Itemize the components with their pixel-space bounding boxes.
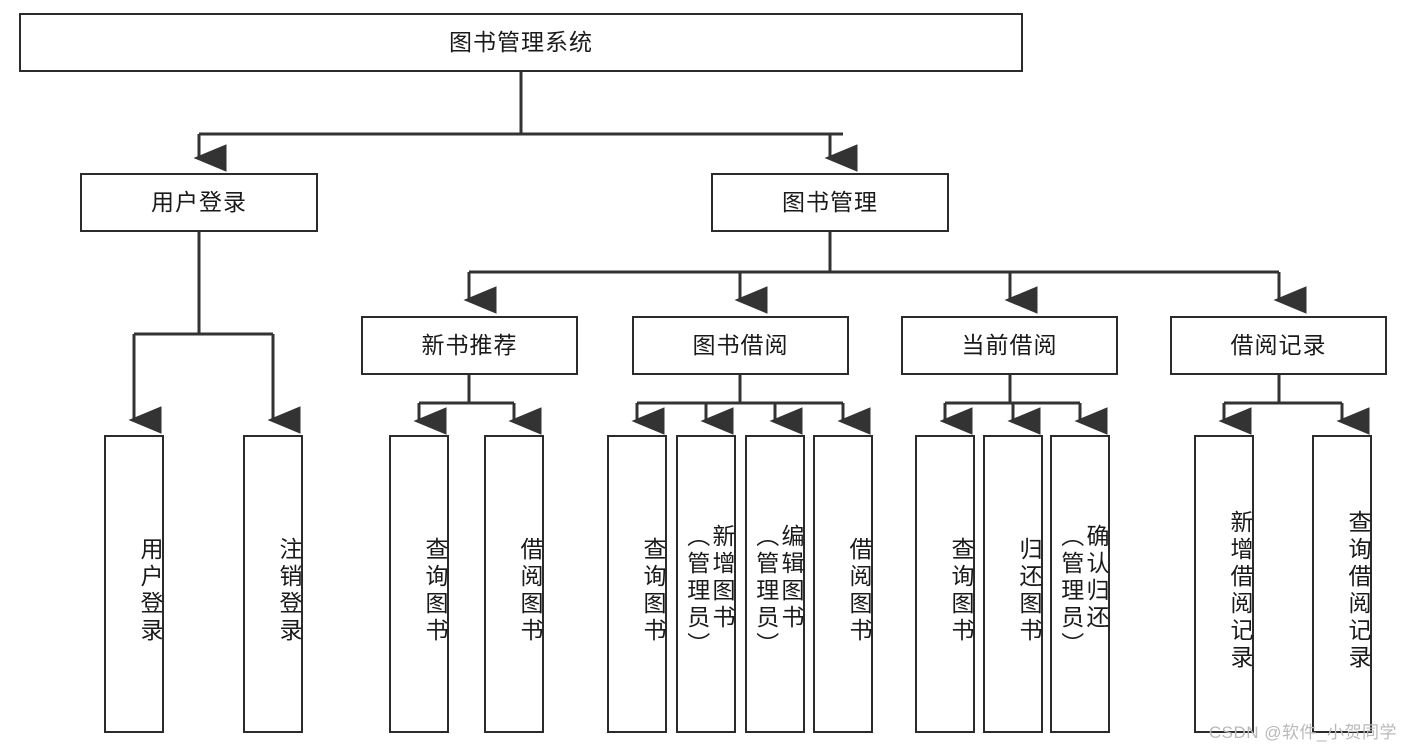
node-book-manage[interactable]: 图书管理 xyxy=(711,173,949,232)
node-leaf-logout[interactable]: 注销登录 xyxy=(243,435,303,733)
node-leaf-logout-label: 注销登录 xyxy=(276,537,302,645)
node-book-borrow[interactable]: 图书借阅 xyxy=(632,316,849,375)
csdn-watermark: CSDN @软件_小贺同学 xyxy=(1208,723,1397,742)
node-leaf-return-book[interactable]: 归还图书 xyxy=(983,435,1043,733)
node-borrow-record-label: 借阅记录 xyxy=(1230,331,1327,358)
node-leaf-add-borrow-record[interactable]: 新增借阅记录 xyxy=(1194,435,1254,733)
node-leaf-return-book-label: 归还图书 xyxy=(1016,537,1042,645)
node-leaf-query-book-c-label: 查询图书 xyxy=(948,537,974,645)
node-leaf-borrow-book-a-label: 借阅图书 xyxy=(517,537,543,645)
node-leaf-query-book-a[interactable]: 查询图书 xyxy=(389,435,449,733)
node-current-borrow[interactable]: 当前借阅 xyxy=(901,316,1118,375)
node-leaf-add-book-admin-label: 新增图书 （管理员） xyxy=(683,523,735,659)
node-current-borrow-label: 当前借阅 xyxy=(961,331,1058,358)
node-leaf-query-book-b-label: 查询图书 xyxy=(640,537,666,645)
node-leaf-query-book-a-label: 查询图书 xyxy=(422,537,448,645)
node-leaf-borrow-book-b[interactable]: 借阅图书 xyxy=(813,435,873,733)
node-leaf-confirm-return-admin[interactable]: 确认归还 （管理员） xyxy=(1050,435,1110,733)
node-borrow-record[interactable]: 借阅记录 xyxy=(1170,316,1387,375)
node-user-login[interactable]: 用户登录 xyxy=(80,173,318,232)
node-leaf-add-book-admin[interactable]: 新增图书 （管理员） xyxy=(676,435,736,733)
node-leaf-edit-book-admin[interactable]: 编辑图书 （管理员） xyxy=(745,435,805,733)
node-leaf-borrow-book-a[interactable]: 借阅图书 xyxy=(484,435,544,733)
node-leaf-confirm-return-admin-label: 确认归还 （管理员） xyxy=(1057,523,1109,659)
node-new-book-recommend[interactable]: 新书推荐 xyxy=(361,316,578,375)
node-leaf-add-borrow-record-label: 新增借阅记录 xyxy=(1227,510,1253,672)
node-leaf-query-book-b[interactable]: 查询图书 xyxy=(607,435,667,733)
node-new-book-recommend-label: 新书推荐 xyxy=(421,331,518,358)
node-leaf-borrow-book-b-label: 借阅图书 xyxy=(846,537,872,645)
node-root[interactable]: 图书管理系统 xyxy=(19,13,1023,72)
node-book-borrow-label: 图书借阅 xyxy=(692,331,789,358)
node-leaf-user-login-label: 用户登录 xyxy=(137,537,163,645)
node-leaf-edit-book-admin-label: 编辑图书 （管理员） xyxy=(752,523,804,659)
node-root-label: 图书管理系统 xyxy=(449,28,593,55)
node-book-manage-label: 图书管理 xyxy=(782,188,878,215)
node-leaf-query-book-c[interactable]: 查询图书 xyxy=(915,435,975,733)
node-user-login-label: 用户登录 xyxy=(151,188,247,215)
node-leaf-query-borrow-record[interactable]: 查询借阅记录 xyxy=(1312,435,1372,733)
node-leaf-query-borrow-record-label: 查询借阅记录 xyxy=(1345,510,1371,672)
node-leaf-user-login[interactable]: 用户登录 xyxy=(104,435,164,733)
